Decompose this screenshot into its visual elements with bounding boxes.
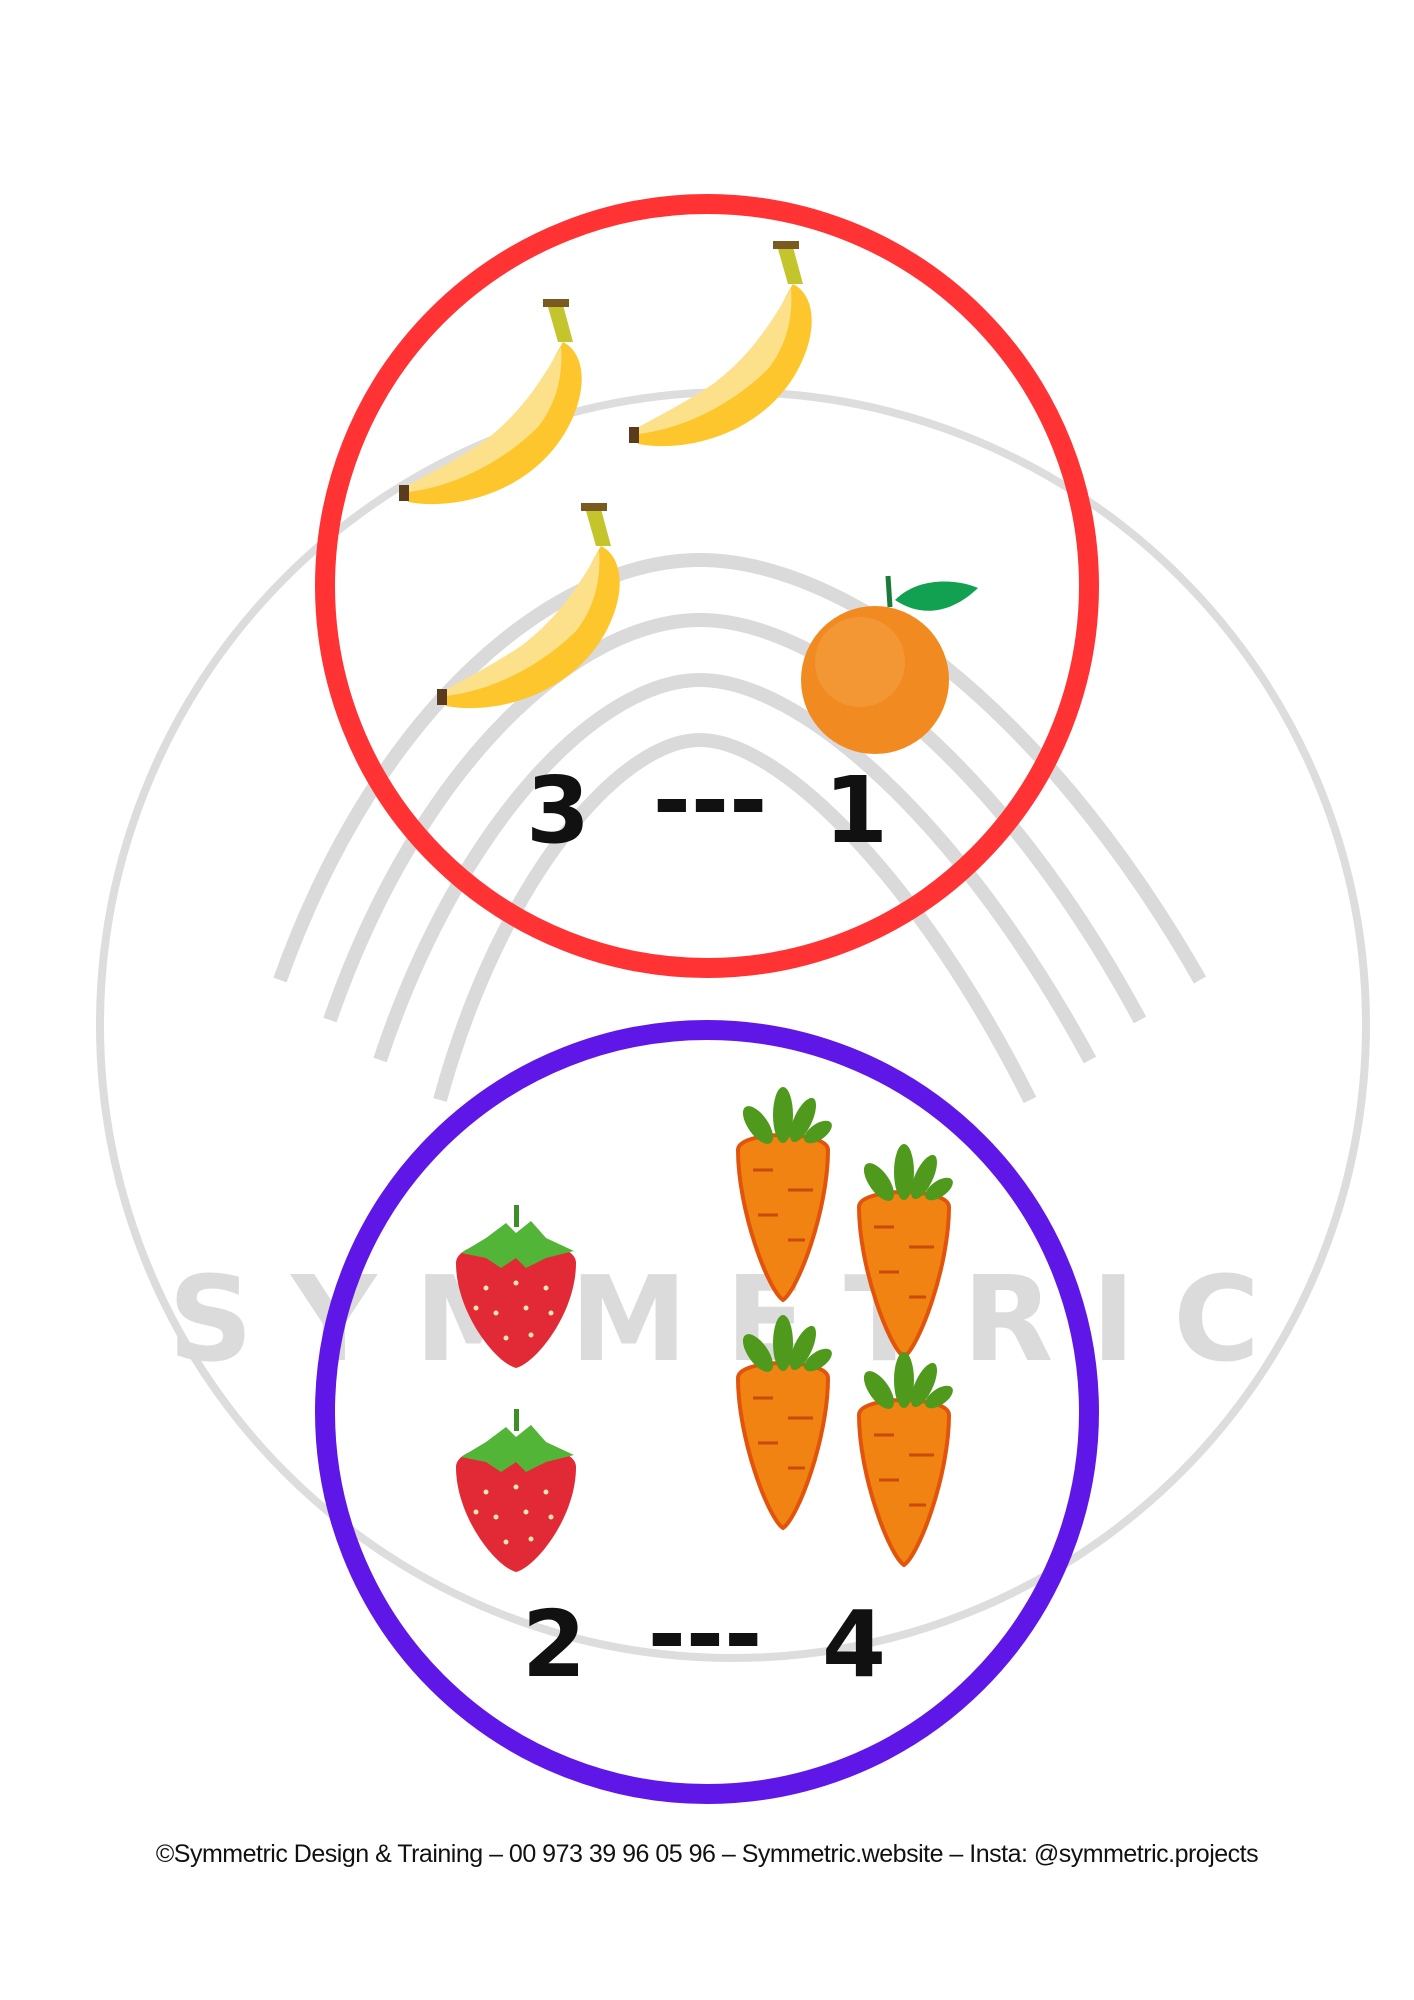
banana-icon (629, 241, 812, 447)
top-right-count: 1 (824, 757, 888, 864)
top-left-count: 3 (526, 757, 590, 864)
footer-credits: ©Symmetric Design & Training – 00 973 39… (155, 1840, 1259, 1868)
bottom-left-count: 2 (522, 1591, 586, 1698)
top-ring (315, 194, 1099, 978)
bottom-group: 2 --- 4 (315, 1020, 1099, 1804)
bottom-right-count: 4 (822, 1591, 886, 1698)
bottom-separator: --- (648, 1581, 763, 1688)
orange-icon (801, 575, 978, 754)
top-separator: --- (653, 747, 768, 854)
bottom-ring (315, 1020, 1099, 1804)
top-group: 3 --- 1 (315, 194, 1099, 978)
strawberry-icon (456, 1409, 576, 1572)
